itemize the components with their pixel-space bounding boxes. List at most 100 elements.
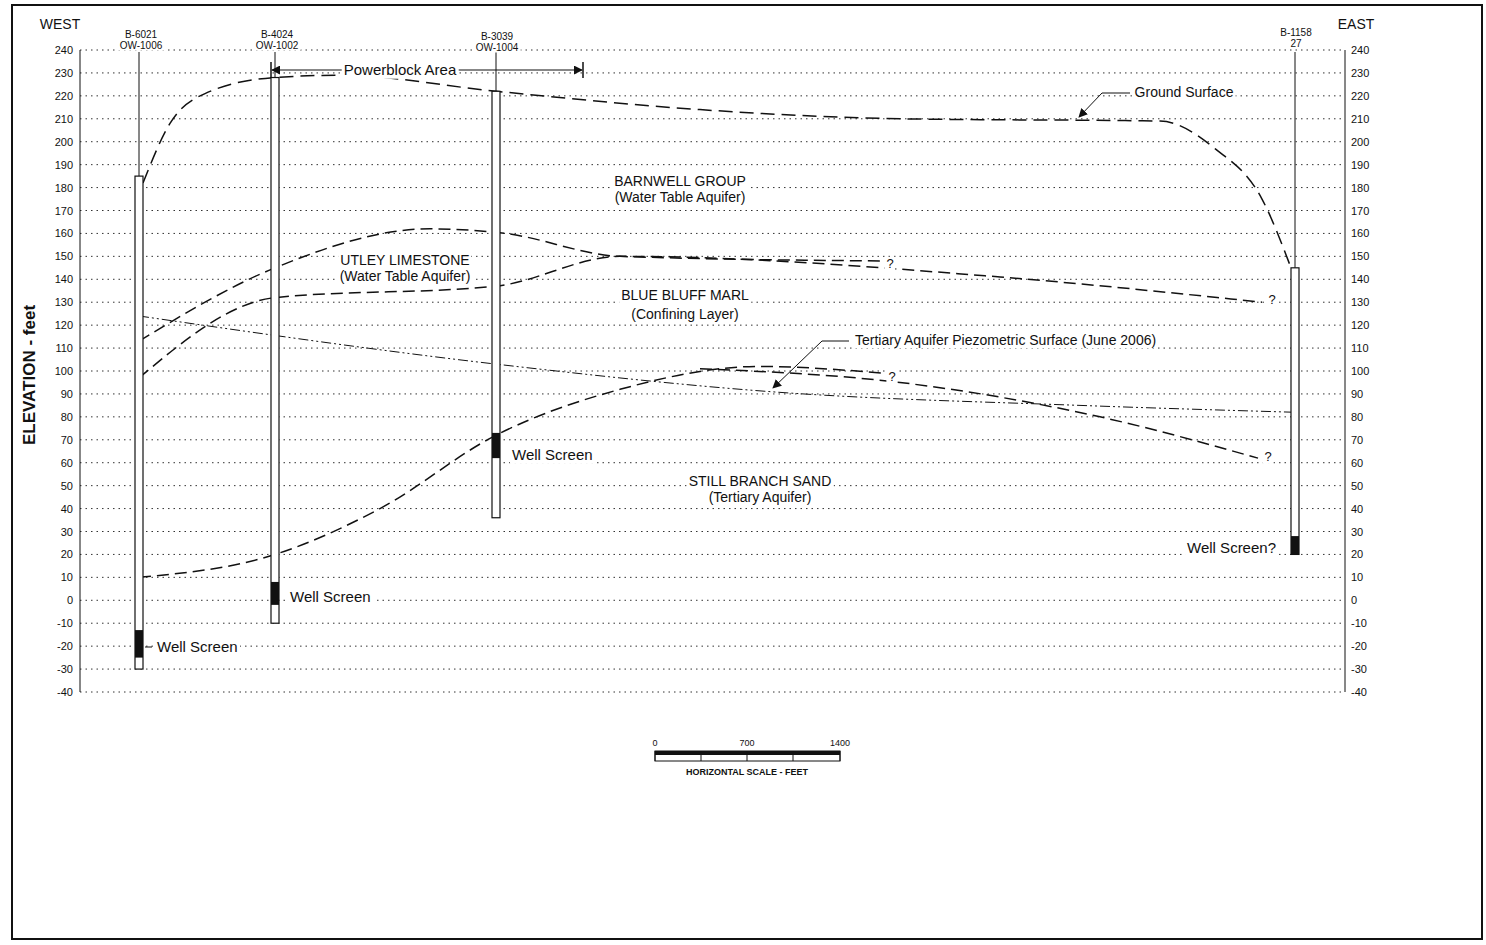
boring-id: B-1158 [1278,27,1314,38]
axis-value: 120 [1349,319,1371,331]
powerblock-dimension [271,62,583,78]
axis-value: 150 [1349,250,1371,262]
well-screen [135,630,143,658]
axis-value: 10 [1349,571,1365,583]
well-stem [139,52,140,176]
grid-line [80,623,1345,624]
axis-value: 50 [1349,480,1365,492]
well-screen-label: Well Screen [510,447,595,464]
grid-line [80,256,1345,257]
uncertain-mark: ? [884,257,895,271]
grid-line [80,462,1345,463]
well-screen [492,433,500,458]
axis-value: 20 [1349,548,1365,560]
well-id: OW-1002 [254,40,301,51]
axis-value: 130 [53,296,75,308]
axis-value: 230 [53,67,75,79]
grid-line [80,164,1345,165]
axis-value: -40 [55,686,75,698]
boring-id: B-3039 [479,31,515,42]
grid-line [80,531,1345,532]
axis-value: 240 [53,44,75,56]
axis-value: 110 [53,342,75,354]
axis-value: 190 [53,159,75,171]
area-label: Powerblock Area [342,62,459,79]
axis-value: -40 [1349,686,1369,698]
axis-value: 50 [59,480,75,492]
well-id: OW-1006 [118,40,165,51]
axis-value: 190 [1349,159,1371,171]
axis-line [80,50,81,692]
grid-line [80,646,1345,647]
leader-line [773,341,849,388]
axis-value: 80 [59,411,75,423]
axis-value: 70 [1349,434,1365,446]
ground-surface-line [143,75,1291,268]
scale-title: HORIZONTAL SCALE - FEET [684,768,810,778]
unit-note: (Water Table Aquifer) [613,190,748,205]
grid-line [80,72,1345,73]
axis-value: 220 [1349,90,1371,102]
grid-line [80,669,1345,670]
unit-name: BARNWELL GROUP [612,174,748,189]
axis-value: 70 [59,434,75,446]
axis-value: 200 [53,136,75,148]
boring-id: B-4024 [259,29,295,40]
callout-label: Ground Surface [1133,85,1236,100]
well-casing [1291,268,1299,555]
grid-line [80,554,1345,555]
axis-value: 240 [1349,44,1371,56]
leader-line [145,647,152,648]
grid-line [80,439,1345,440]
direction-label: WEST [38,17,82,32]
axis-value: 170 [53,204,75,216]
axis-value: 110 [1349,342,1371,354]
axis-value: 210 [53,113,75,125]
grid-line [80,692,1345,693]
grid-line [80,279,1345,280]
grid [80,50,1345,692]
axis-value: -10 [55,617,75,629]
axis-title: ELEVATION - feet [21,303,40,447]
grid-line [80,416,1345,417]
grid-line [80,233,1345,234]
axis-value: 230 [1349,67,1371,79]
well-stem [496,52,497,91]
grid-line [80,393,1345,394]
axis-value: 100 [1349,365,1371,377]
unit-name: BLUE BLUFF MARL [619,288,751,303]
scale-bar [655,751,840,761]
axis-value: 140 [53,273,75,285]
well-screen-label: Well Screen [288,589,373,606]
axis-value: 90 [59,388,75,400]
axis-value: 90 [1349,388,1365,400]
page-frame [12,5,1482,939]
well-screen-label: Well Screen? [1185,540,1278,557]
axis-value: 130 [1349,296,1371,308]
axis-value: -20 [1349,640,1369,652]
grid-line [80,325,1345,326]
uncertain-mark: ? [1262,450,1273,464]
uncertain-mark: ? [1266,293,1277,307]
axis-value: 0 [1349,594,1359,606]
unit-name: STILL BRANCH SAND [687,474,834,489]
scale-value: 0 [650,739,659,749]
uncertain-mark: ? [886,370,897,384]
grid-line [80,508,1345,509]
axis-value: 150 [53,250,75,262]
axis-value: 160 [1349,227,1371,239]
axis-value: 220 [53,90,75,102]
scale-value: 700 [737,739,756,749]
axis-value: 160 [53,227,75,239]
axis-value: -30 [55,663,75,675]
axis-value: 20 [59,548,75,560]
axis-value: 10 [59,571,75,583]
contact-line [139,229,882,341]
axis-value: 200 [1349,136,1371,148]
unit-note: (Tertiary Aquifer) [707,490,814,505]
axis-value: 80 [1349,411,1365,423]
axis-value: 40 [1349,503,1365,515]
well-stem [1295,52,1296,268]
scale-value: 1400 [828,739,852,749]
